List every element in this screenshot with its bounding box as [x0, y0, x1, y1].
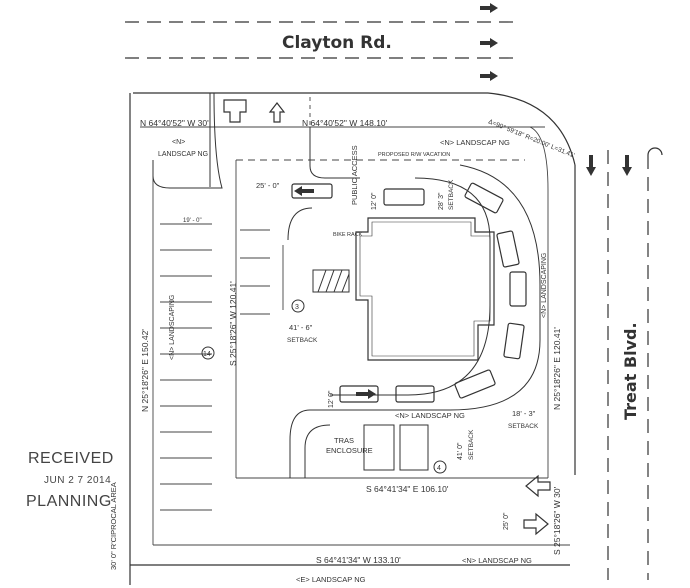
dim-19: 19' - 0"	[183, 218, 202, 224]
received-date: JUN 2 7 2014	[44, 475, 112, 486]
dim-12b: 12' 0"	[328, 390, 335, 408]
parking-stalls-inner	[240, 229, 284, 315]
landscaping-south-label: <N> LANDSCAP NG	[395, 411, 465, 420]
dim-25b: 25' 0"	[503, 512, 510, 530]
bearing-north-1: N 64°40'52" W 30'	[140, 118, 209, 128]
received-stamp: RECEIVED	[28, 450, 114, 467]
proposed-row-label: PROPOSED R/W VACATION	[378, 152, 450, 158]
trash-label-2: ENCLOSURE	[326, 446, 373, 455]
dim-25: 25' - 0"	[256, 181, 280, 190]
bike-rack-label: BIKE RACK	[333, 232, 363, 238]
stall-count-14: 14	[203, 351, 211, 358]
landscaping-southeast-label: <N> LANDSCAP NG	[462, 556, 532, 565]
bearing-south-inner: S 64°41'34" E 106.10'	[366, 484, 449, 494]
dim-18: 18' - 3"	[512, 409, 536, 418]
dim-setback-3: SETBACK	[508, 423, 539, 430]
parking-stalls-west	[160, 223, 212, 511]
landscape-island-nw	[152, 92, 223, 189]
arrow-right-icon	[480, 3, 498, 81]
landscaping-bottom-label: <E> LANDSCAP NG	[296, 575, 366, 584]
bearing-east: N 25°18'26" E 120.41'	[552, 327, 562, 410]
stall-count-14-marker	[201, 346, 215, 360]
bearing-south-outer: S 64°41'34" W 133.10'	[316, 555, 401, 565]
car-icons	[291, 182, 527, 403]
stall-count-3-marker	[291, 299, 305, 313]
dim-setback-4: SETBACK	[468, 429, 475, 460]
stall-count-3: 3	[295, 304, 299, 311]
dim-12a: 12' 0"	[371, 192, 378, 210]
landscaping-nw-label: <N>	[172, 139, 185, 146]
landscaping-nw-label-2: LANDSCAP NG	[158, 151, 208, 158]
dim-41b: 41' 0"	[457, 442, 464, 460]
trash-label-1: TRAS	[334, 436, 354, 445]
landscaping-east-label: <N> LANDSCAPING	[541, 253, 548, 318]
dim-setback-2: SETBACK	[287, 337, 318, 344]
stall-count-4-marker	[433, 460, 447, 474]
bearing-north-2: N 64°40'52" W 148.10'	[302, 118, 388, 128]
building-footprint	[355, 217, 495, 361]
landscaping-north-label: <N> LANDSCAP NG	[440, 138, 510, 147]
stall-count-4: 4	[437, 465, 441, 472]
public-access-label: PUBLIC ACCESS	[350, 145, 359, 205]
dim-41-6: 41' - 6"	[289, 323, 313, 332]
bearing-west: N 25°18'26" E 150.42'	[140, 329, 150, 412]
dim-28: 28' 3"	[438, 192, 445, 210]
landscaping-west-label: <N> LANDSCAPING	[169, 295, 176, 360]
dim-setback-1: SETBACK	[448, 179, 455, 210]
entry-arrow-icons	[523, 474, 551, 536]
bearing-inner-west: S 25°18'26" W 120.41'	[228, 281, 238, 366]
planning-stamp: PLANNING	[26, 493, 112, 510]
road-label-clayton: Clayton Rd.	[282, 33, 392, 53]
arrow-down-icon	[586, 155, 632, 176]
hatched-area	[312, 269, 350, 293]
bearing-east-lower: S 25°18'26" W 30'	[552, 486, 562, 555]
trash-enclosure	[363, 424, 429, 471]
property-boundary	[129, 92, 576, 585]
entrance-arrows	[223, 99, 286, 123]
setback-lines	[140, 97, 570, 546]
car-arrow-icons	[294, 186, 376, 399]
reciprocal-area-label: 30' 0" R'CIPROCAL AREA	[109, 482, 118, 570]
treat-boulevard	[607, 147, 663, 580]
road-label-treat: Treat Blvd.	[621, 322, 640, 420]
